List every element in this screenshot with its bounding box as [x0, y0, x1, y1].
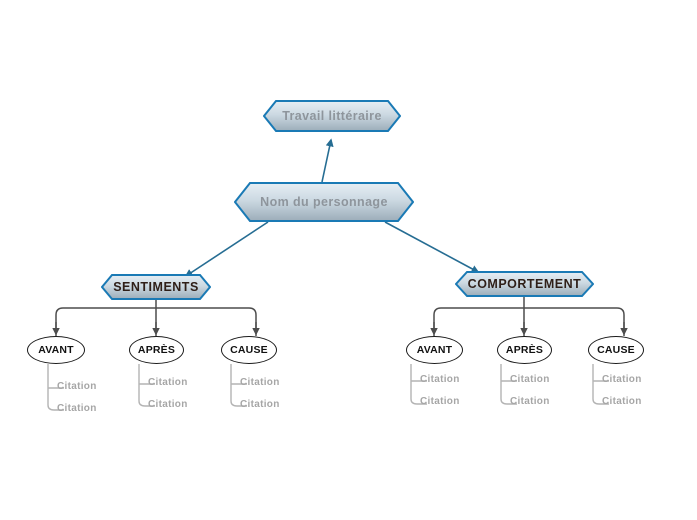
node-label: APRÈS	[505, 344, 544, 356]
node-sentiments-apres[interactable]: APRÈS	[129, 336, 184, 364]
citation-item[interactable]: Citation	[602, 374, 642, 385]
node-sentiments-avant[interactable]: AVANT	[27, 336, 85, 364]
node-travail-litteraire[interactable]: Travail littéraire	[263, 100, 401, 132]
edge-citations-comportement-apres	[500, 364, 517, 405]
node-label: Travail littéraire	[282, 109, 382, 123]
node-label: SENTIMENTS	[113, 280, 199, 294]
node-comportement-cause[interactable]: CAUSE	[588, 336, 644, 364]
citation-item[interactable]: Citation	[57, 381, 97, 392]
node-label: AVANT	[38, 344, 74, 356]
node-sentiments[interactable]: SENTIMENTS	[101, 274, 211, 300]
hexagon-icon	[263, 100, 401, 132]
edge-character-to-sentiments	[184, 221, 269, 277]
hexagon-icon	[101, 274, 211, 300]
hexagon-icon	[234, 182, 414, 222]
edge-citations-sentiments-apres	[138, 364, 155, 407]
citation-item[interactable]: Citation	[420, 374, 460, 385]
edge-character-to-comportement	[384, 221, 480, 273]
node-label: CAUSE	[597, 344, 635, 356]
edge-citations-comportement-avant	[410, 364, 427, 405]
node-label: Nom du personnage	[260, 195, 388, 209]
node-label: APRÈS	[137, 344, 176, 356]
edge-citations-comportement-cause	[592, 364, 609, 405]
edge-citations-sentiments-avant	[47, 364, 64, 411]
citation-item[interactable]: Citation	[240, 399, 280, 410]
edge-comportement-bracket	[433, 297, 625, 336]
hexagon-icon	[455, 271, 594, 297]
node-nom-du-personnage[interactable]: Nom du personnage	[234, 182, 414, 222]
citation-item[interactable]: Citation	[602, 396, 642, 407]
citation-item[interactable]: Citation	[420, 396, 460, 407]
citation-item[interactable]: Citation	[510, 374, 550, 385]
node-label: AVANT	[416, 344, 453, 356]
citation-item[interactable]: Citation	[57, 403, 97, 414]
node-label: CAUSE	[230, 344, 268, 356]
citation-item[interactable]: Citation	[510, 396, 550, 407]
node-comportement-avant[interactable]: AVANT	[406, 336, 463, 364]
node-sentiments-cause[interactable]: CAUSE	[221, 336, 277, 364]
node-label: COMPORTEMENT	[467, 277, 582, 291]
node-comportement[interactable]: COMPORTEMENT	[455, 271, 594, 297]
citation-item[interactable]: Citation	[148, 399, 188, 410]
node-comportement-apres[interactable]: APRÈS	[497, 336, 552, 364]
citation-item[interactable]: Citation	[148, 377, 188, 388]
citation-item[interactable]: Citation	[240, 377, 280, 388]
edge-citations-sentiments-cause	[230, 364, 247, 407]
edge-character-to-root	[321, 138, 334, 183]
